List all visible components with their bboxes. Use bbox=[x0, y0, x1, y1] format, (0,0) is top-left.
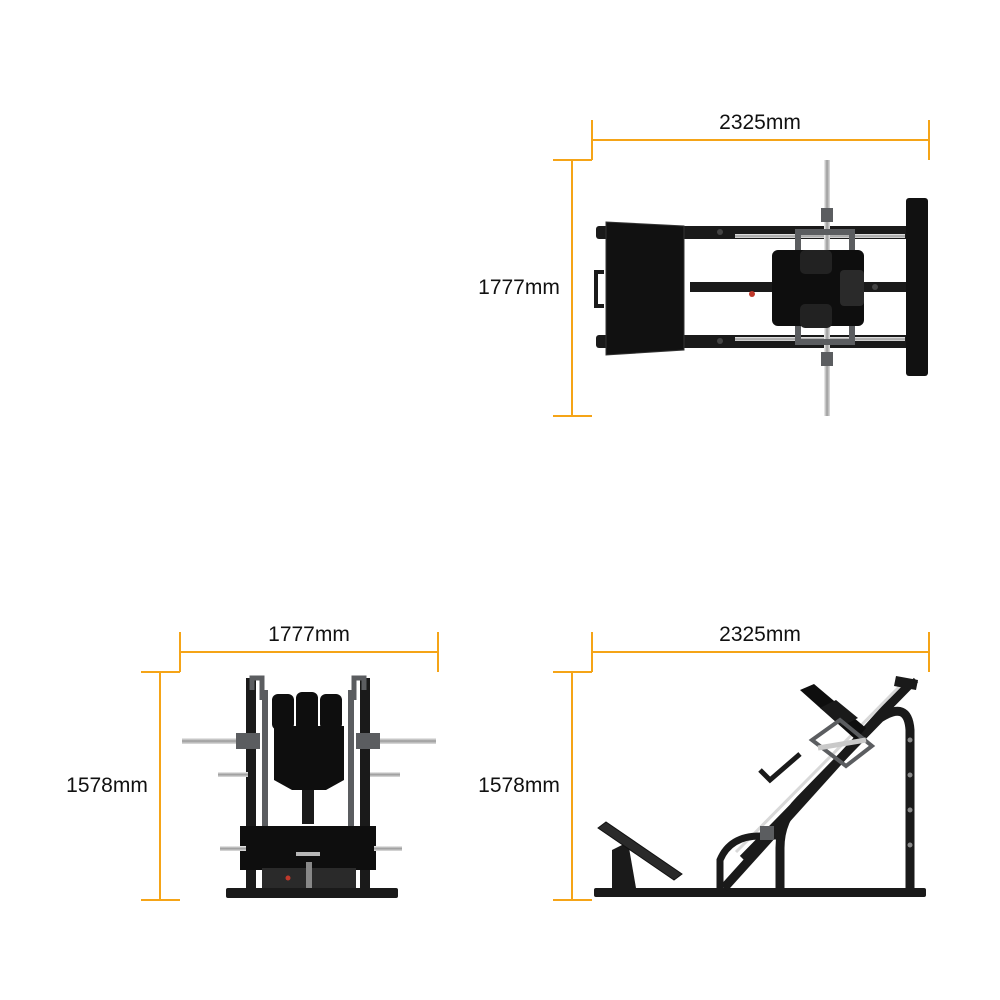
front-view-height-label: 1578mm bbox=[66, 774, 148, 797]
side-view-machine bbox=[594, 676, 926, 897]
top-view: 2325mm 1777mm bbox=[478, 111, 930, 417]
top-view-depth-label: 1777mm bbox=[478, 276, 560, 299]
front-view: 1777mm 1578mm bbox=[66, 623, 439, 901]
side-view-height-label: 1578mm bbox=[478, 774, 560, 797]
side-view: 2325mm 1578mm bbox=[478, 623, 930, 901]
top-view-width-dimension bbox=[591, 120, 930, 160]
side-view-width-label: 2325mm bbox=[719, 623, 801, 646]
front-view-height-dimension bbox=[141, 671, 180, 901]
side-view-height-dimension bbox=[553, 671, 592, 901]
side-view-width-dimension bbox=[591, 632, 930, 672]
front-view-machine bbox=[182, 675, 436, 898]
front-view-width-dimension bbox=[179, 632, 439, 672]
front-view-width-label: 1777mm bbox=[268, 623, 350, 646]
top-view-width-label: 2325mm bbox=[719, 111, 801, 134]
top-view-machine bbox=[594, 160, 928, 416]
top-view-depth-dimension bbox=[553, 159, 592, 417]
